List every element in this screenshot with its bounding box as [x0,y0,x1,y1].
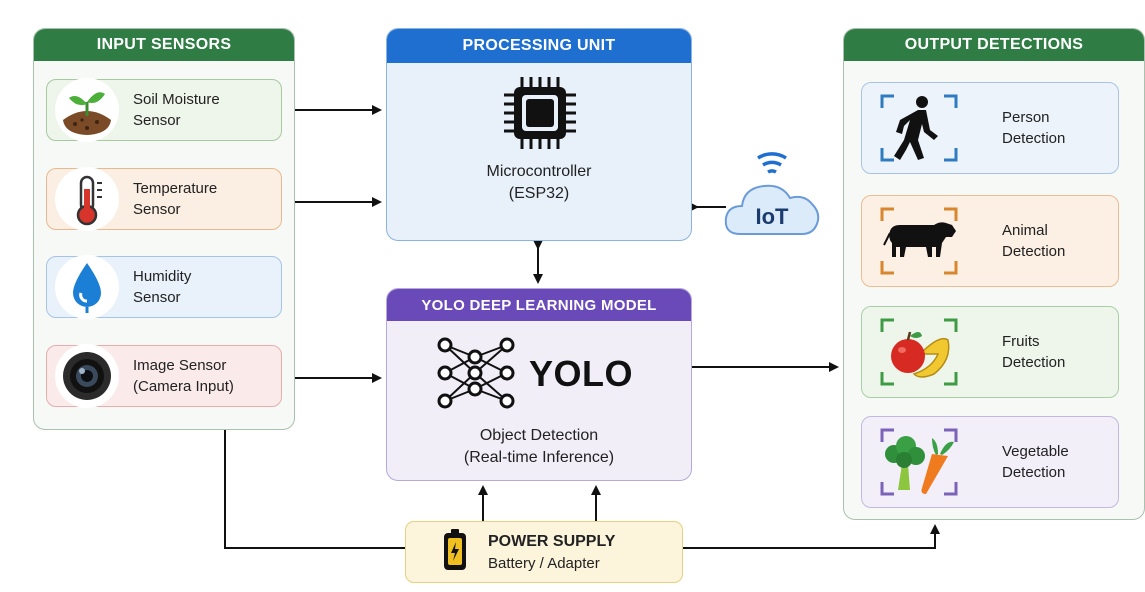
sensor-card-camera: Image Sensor (Camera Input) [46,344,282,408]
soil-sprout-icon [55,78,119,142]
apple-banana-icon [876,314,962,390]
output-label-line1: Vegetable [1002,443,1069,460]
output-card-person: Person Detection [861,82,1119,174]
sensor-label-line2: Sensor [133,289,181,306]
sensor-card-humidity: Humidity Sensor [46,255,282,319]
output-card-animal: Animal Detection [861,195,1119,287]
output-label-line2: Detection [1002,243,1066,260]
broccoli-carrot-icon [876,424,962,500]
yolo-line1: Object Detection [479,427,599,444]
camera-lens-icon [55,344,119,408]
output-card-fruits: Fruits Detection [861,306,1119,398]
sensor-label-line1: Image Sensor [133,357,227,374]
iot-cloud: IoT [720,146,824,238]
power-supply-subtitle: Battery / Adapter [488,554,600,572]
output-label-line1: Animal [1002,222,1048,239]
iot-label: IoT [755,204,789,229]
cow-icon [876,203,962,279]
output-label-line2: Detection [1002,130,1066,147]
sensor-label-line2: Sensor [133,201,181,218]
sensor-card-temperature: Temperature Sensor [46,167,282,231]
neural-network-icon [435,333,521,418]
output-detections-title: OUTPUT DETECTIONS [844,29,1144,61]
sensor-label-line2: (Camera Input) [133,378,234,395]
output-label-line1: Person [1002,109,1050,126]
microchip-icon [500,73,580,158]
processing-line2: (ESP32) [508,185,570,202]
yolo-model-title: YOLO DEEP LEARNING MODEL [387,289,691,321]
line-sensors-to-power [224,430,405,549]
sensor-label-line1: Temperature [133,180,218,197]
output-label-line2: Detection [1002,464,1066,481]
processing-unit-title: PROCESSING UNIT [387,29,691,63]
wifi-icon [724,152,820,235]
input-sensors-panel: INPUT SENSORS Soil Moisture Sensor [33,28,295,430]
processing-line1: Microcontroller [486,163,592,180]
output-label-line1: Fruits [1002,333,1040,350]
thermometer-icon [55,167,119,231]
sensor-label-line1: Humidity [133,268,192,285]
sensor-card-soil: Soil Moisture Sensor [46,78,282,142]
sensor-label-line2: Sensor [133,112,181,129]
input-sensors-title: INPUT SENSORS [34,29,294,61]
yolo-model-panel: YOLO DEEP LEARNING MODEL YOLO Object Det… [386,288,692,481]
sensor-label-line1: Soil Moisture [133,91,220,108]
output-label-line2: Detection [1002,354,1066,371]
power-supply-box: POWER SUPPLY Battery / Adapter [405,521,683,583]
output-detections-panel: OUTPUT DETECTIONS Person Detection [843,28,1145,520]
power-supply-title: POWER SUPPLY [488,532,616,550]
yolo-line2: (Real-time Inference) [463,449,615,466]
yolo-logo-text: YOLO [529,353,634,394]
output-card-vegetable: Vegetable Detection [861,416,1119,508]
water-drop-icon [55,255,119,319]
walking-person-icon [876,90,962,166]
battery-icon [442,528,468,577]
processing-unit-panel: PROCESSING UNIT Microcontroller (ESP32) [386,28,692,241]
arrow-power-to-output [683,524,940,549]
